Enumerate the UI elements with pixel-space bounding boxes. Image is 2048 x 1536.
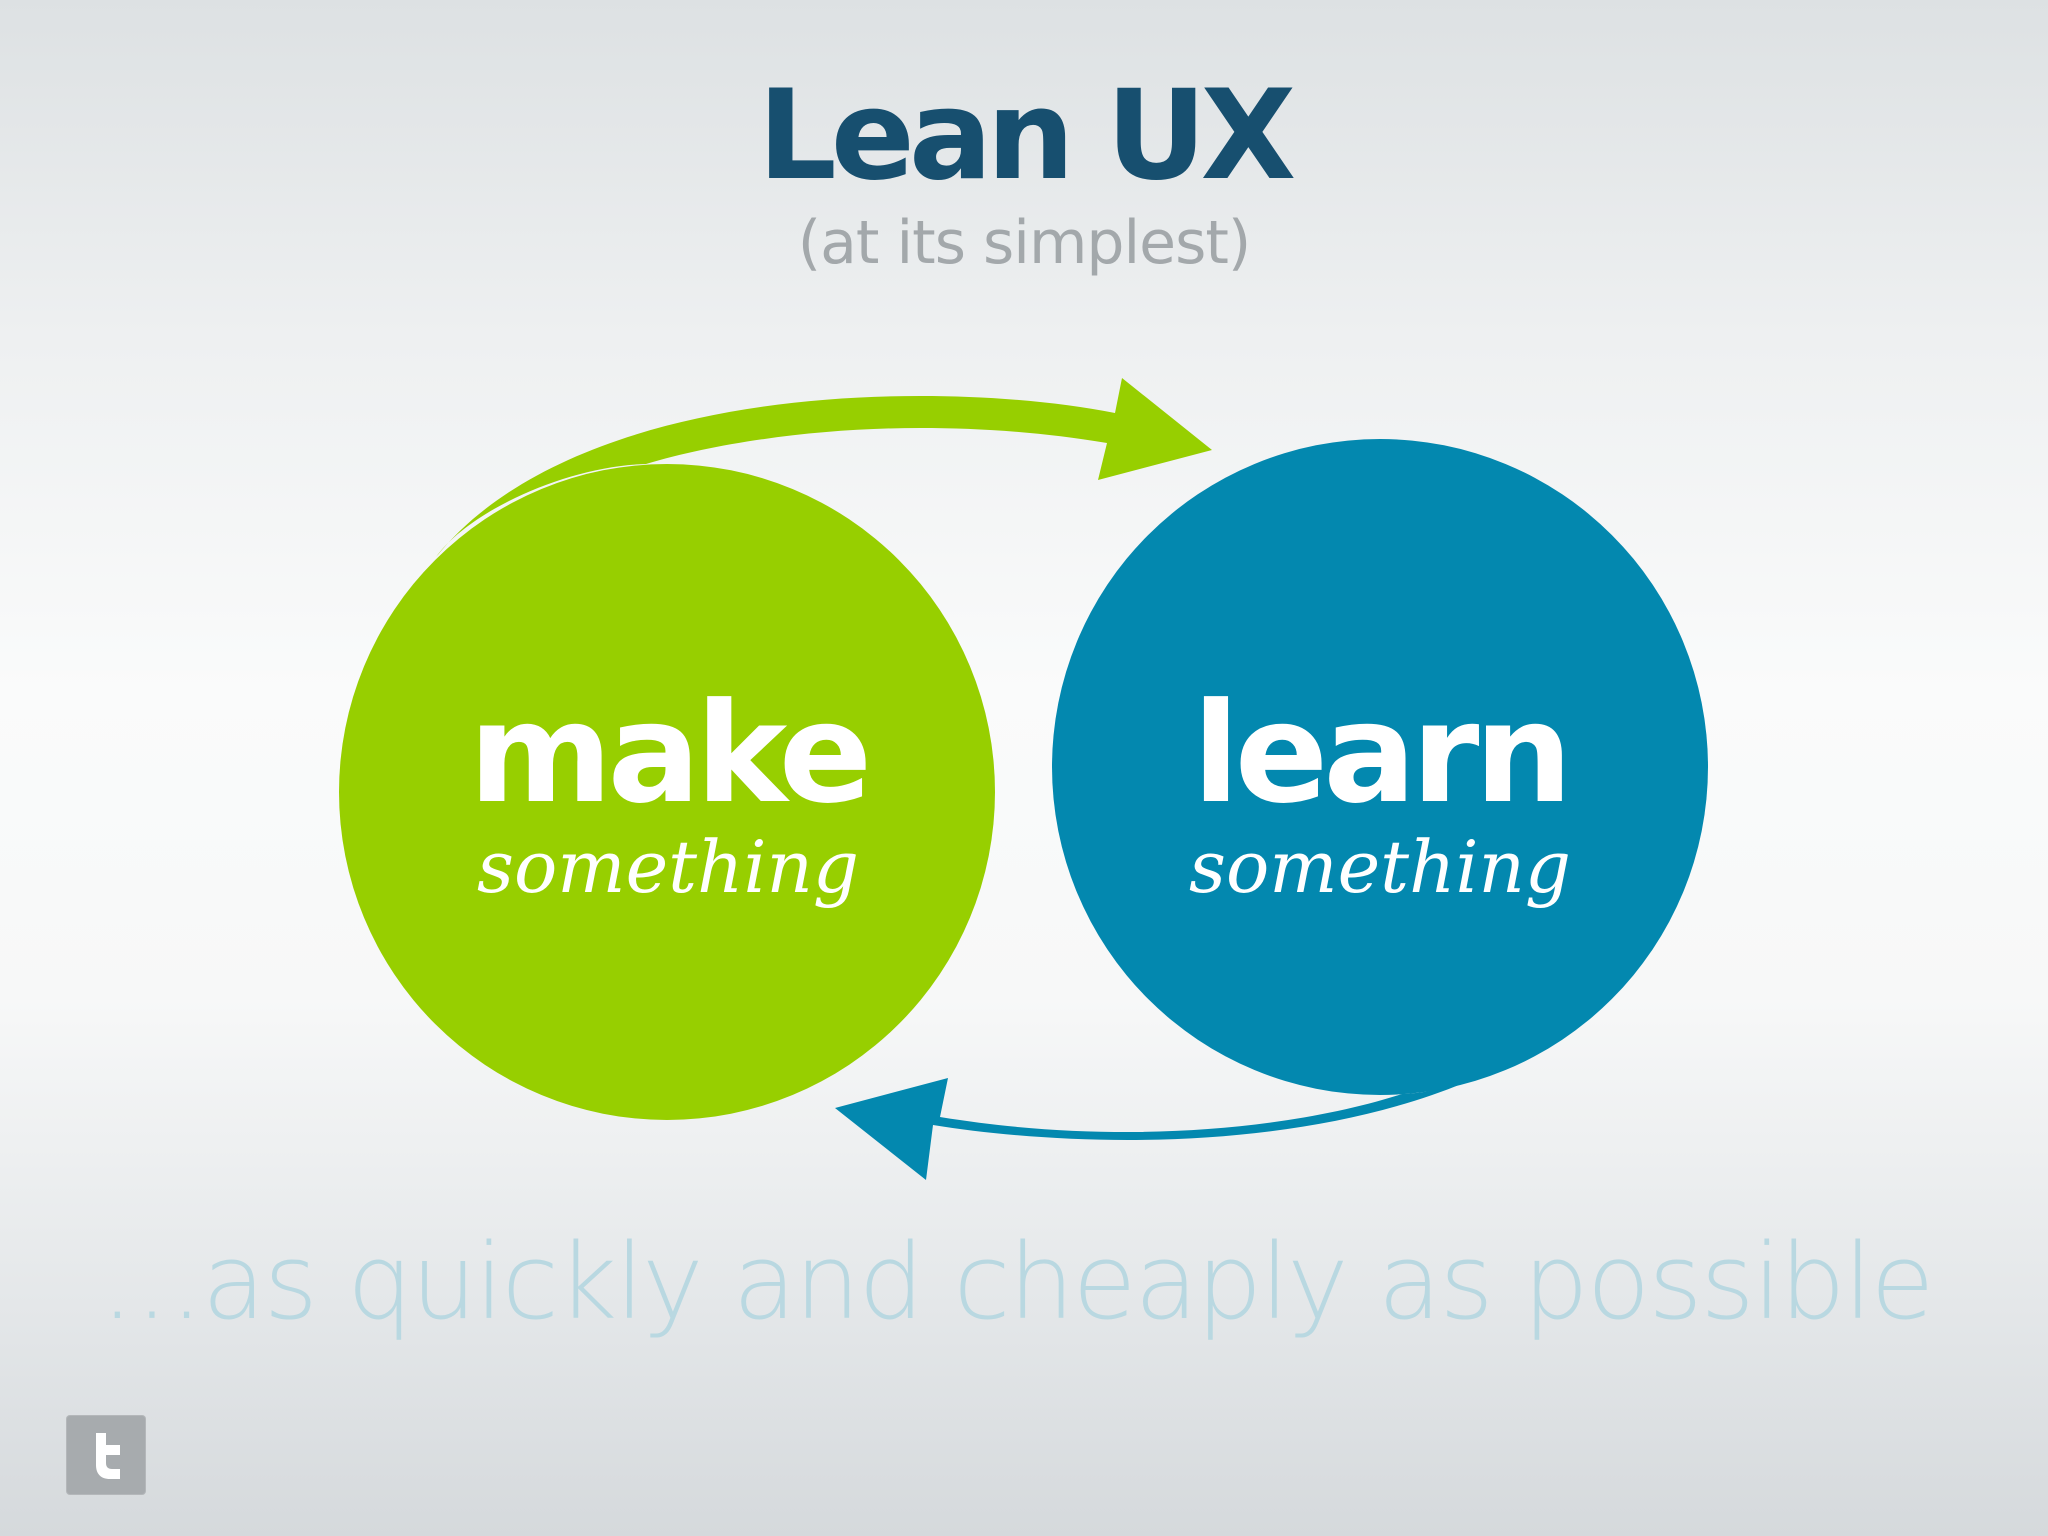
slide-title: Lean UX bbox=[757, 64, 1297, 208]
make-sublabel: something bbox=[477, 825, 859, 909]
make-node-label: make something bbox=[408, 673, 928, 909]
tagline: …as quickly and cheaply as possible bbox=[100, 1221, 1935, 1343]
learn-node-label: learn something bbox=[1120, 673, 1640, 909]
slide-subtitle: (at its simplest) bbox=[797, 208, 1252, 278]
learn-to-make-arrow bbox=[835, 979, 1612, 1180]
learn-circle bbox=[1052, 439, 1708, 1095]
make-to-learn-arrow bbox=[436, 378, 1212, 557]
learn-label: learn bbox=[1192, 673, 1572, 834]
make-label: make bbox=[468, 673, 873, 834]
twitter-icon bbox=[96, 1433, 120, 1479]
learn-sublabel: something bbox=[1189, 825, 1571, 909]
make-circle bbox=[339, 464, 995, 1120]
twitter-button[interactable] bbox=[66, 1415, 146, 1495]
